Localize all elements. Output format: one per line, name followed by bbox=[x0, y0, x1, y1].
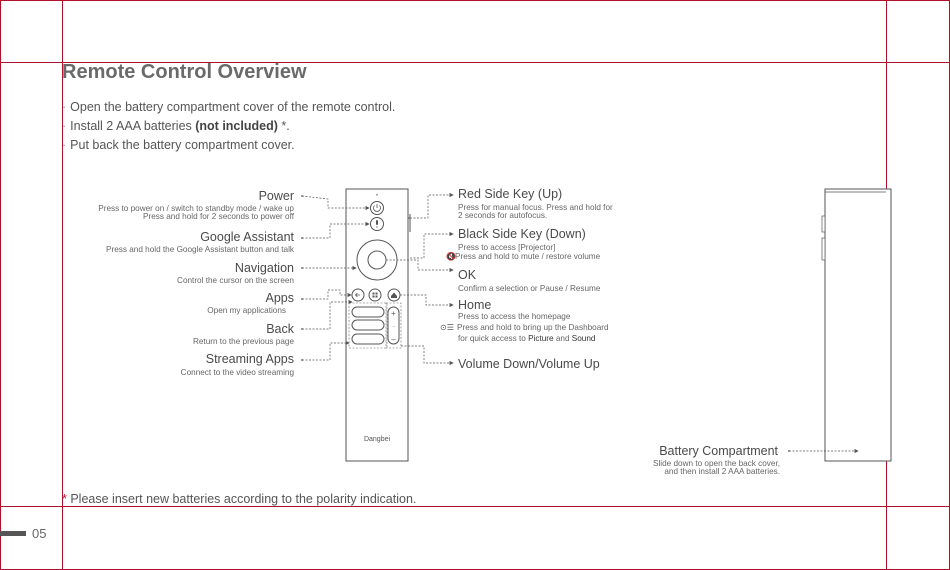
streaming-apps-desc: Connect to the video streaming bbox=[180, 368, 294, 377]
battery-compartment-label: Battery Compartment bbox=[659, 444, 778, 458]
svg-text:*: * bbox=[376, 194, 379, 200]
guide-line-left bbox=[62, 0, 63, 570]
svg-text:–: – bbox=[393, 324, 396, 330]
volume-label: Volume Down/Volume Up bbox=[458, 357, 600, 371]
apps-icon bbox=[368, 288, 382, 302]
page-number-bar bbox=[0, 531, 26, 536]
streaming-apps-label: Streaming Apps bbox=[205, 352, 294, 366]
back-label: Back bbox=[266, 322, 294, 336]
guide-line-top bbox=[0, 62, 950, 63]
back-desc: Return to the previous page bbox=[192, 337, 294, 346]
step-1: ·Open the battery compartment cover of t… bbox=[62, 100, 396, 114]
mic-icon bbox=[370, 217, 384, 231]
google-assistant-label: Google Assistant bbox=[200, 230, 294, 244]
home-desc-1: Press to access the homepage bbox=[458, 312, 571, 321]
svg-text:–: – bbox=[391, 335, 396, 344]
navigation-desc: Control the cursor on the screen bbox=[177, 276, 294, 285]
guide-line-bottom bbox=[0, 506, 950, 507]
step-3: ·Put back the battery compartment cover. bbox=[62, 138, 295, 152]
home-desc-3: for quick access to Picture and Sound bbox=[458, 334, 596, 343]
black-side-key-desc-2: 🔇Press and hold to mute / restore volume bbox=[446, 252, 601, 261]
red-side-key-desc-2: 2 seconds for autofocus. bbox=[458, 211, 548, 220]
battery-desc-1: Slide down to open the back cover, bbox=[653, 459, 780, 468]
page-title: Remote Control Overview bbox=[62, 61, 307, 83]
black-side-key-label: Black Side Key (Down) bbox=[458, 227, 586, 241]
footnote: * Please insert new batteries according … bbox=[62, 492, 417, 506]
step-2: ·Install 2 AAA batteries (not included) … bbox=[62, 119, 290, 133]
back-icon bbox=[351, 288, 365, 302]
ok-button bbox=[367, 250, 387, 270]
home-label: Home bbox=[458, 298, 492, 312]
red-side-key-label: Red Side Key (Up) bbox=[458, 187, 563, 201]
dashboard-icon: ⊙☰ bbox=[440, 323, 454, 332]
home-icon bbox=[387, 288, 401, 302]
google-assistant-desc: Press and hold the Google Assistant butt… bbox=[106, 245, 294, 254]
page-number: 05 bbox=[32, 526, 47, 541]
black-side-key-desc-1: Press to access [Projector] bbox=[458, 243, 556, 252]
battery-desc-2: and then install 2 AAA batteries. bbox=[664, 467, 780, 476]
svg-text:+: + bbox=[391, 309, 396, 318]
apps-label: Apps bbox=[265, 291, 295, 305]
red-side-key-desc-1: Press for manual focus. Press and hold f… bbox=[458, 203, 613, 212]
remote-brand: Dangbei bbox=[363, 436, 391, 443]
ok-label: OK bbox=[458, 268, 477, 282]
remote-back-view bbox=[824, 188, 892, 462]
apps-desc: Open my applications bbox=[207, 306, 286, 315]
power-desc-2: Press and hold for 2 seconds to power of… bbox=[143, 212, 294, 221]
mute-icon: 🔇 bbox=[446, 252, 456, 261]
power-desc-1: Press to power on / switch to standby mo… bbox=[98, 204, 294, 213]
navigation-label: Navigation bbox=[234, 261, 294, 275]
power-icon bbox=[370, 201, 384, 215]
power-label: Power bbox=[258, 189, 294, 203]
ok-desc: Confirm a selection or Pause / Resume bbox=[458, 284, 601, 293]
home-desc-2: ⊙☰Press and hold to bring up the Dashboa… bbox=[440, 323, 609, 332]
